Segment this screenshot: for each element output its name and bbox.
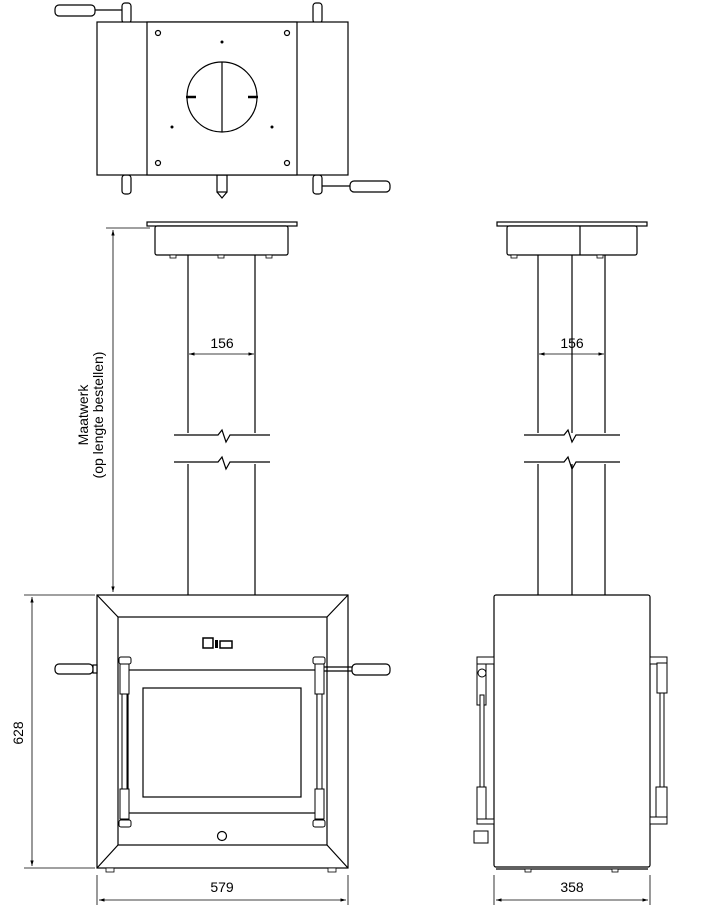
- stove-side-body: [493, 594, 651, 868]
- handle-top-left: [54, 4, 96, 17]
- height-note-line1: Maatwerk: [75, 384, 91, 446]
- handle-right: [351, 663, 391, 676]
- air-control-knob: [216, 830, 228, 842]
- width-dimension: 579: [210, 879, 234, 895]
- door-glass: [142, 687, 302, 798]
- depth-dimension: 358: [560, 879, 584, 895]
- handle-left: [54, 663, 94, 675]
- height-dimension: 628: [10, 721, 26, 745]
- front-view: 156 Maatwerk (op lengte bestellen): [10, 221, 391, 905]
- top-view: [54, 2, 391, 199]
- height-note-line2: (op lengte bestellen): [90, 352, 106, 479]
- break-line: [174, 428, 270, 444]
- side-view: 156 358: [473, 221, 668, 905]
- handle-bottom-right: [349, 180, 391, 193]
- logo: [202, 637, 233, 649]
- ceiling-box: [154, 225, 289, 256]
- break-line: [174, 455, 270, 471]
- column-width-dimension: 156: [210, 335, 234, 351]
- stove-body: [96, 594, 349, 869]
- side-column-width-dimension: 156: [560, 335, 584, 351]
